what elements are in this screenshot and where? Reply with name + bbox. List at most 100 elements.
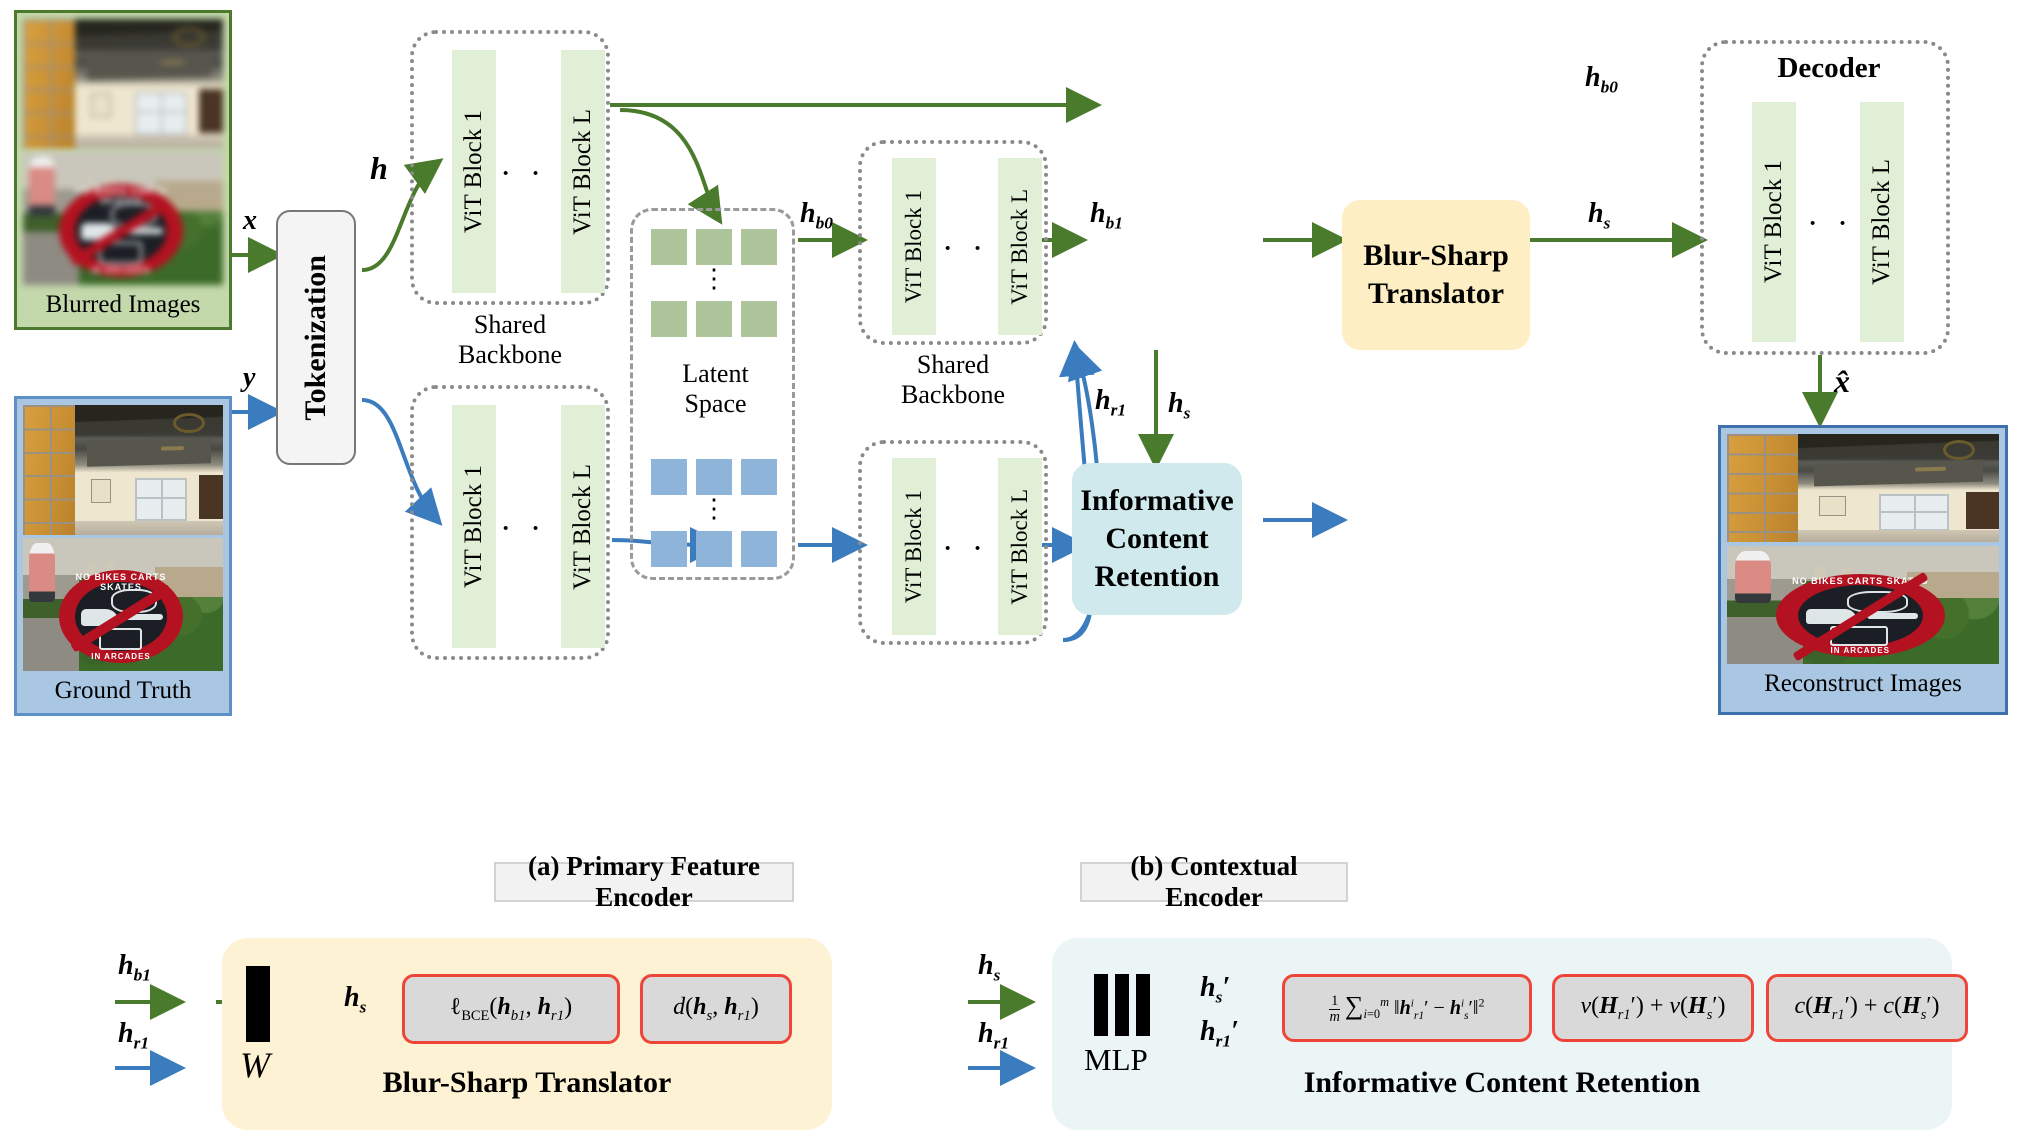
vit-block-first: ViT Block 1 [452,405,496,648]
ground-truth-photo-sign: NO BIKES CARTS SKATES IN ARCADES [23,538,223,671]
retention-output-hr1-base: h [1200,1016,1216,1047]
retention-output-hr1-prime-mark: ′ [1231,1016,1239,1047]
bottom-right-input-hr1: hr1 [978,1018,1009,1054]
formula-bce-text: ℓBCE(hb1, hr1) [449,993,573,1024]
vit-block-last: ViT Block L [1860,102,1904,342]
latent-token-green [696,229,732,265]
vit-block-first: ViT Block 1 [892,158,936,335]
formula-mse: 1 m ∑i=0m ‖hir1′ − his′‖2 [1282,974,1532,1042]
latent-space-line1: Latent [682,359,749,388]
edge-label-hs-down: hs [1168,388,1190,424]
mlp-icon [1094,974,1150,1036]
bottom-left-input-hb1: hb1 [118,950,151,986]
edge-label-hs-right: hs [1588,198,1610,234]
bottom-right-input-hs: hs [978,950,1000,986]
vit-block-last-label: ViT Block L [569,463,596,590]
informative-content-retention-module[interactable]: Informative Content Retention [1072,463,1242,615]
latent-token-blue [651,531,687,567]
formula-bce: ℓBCE(hb1, hr1) [402,974,620,1044]
section-label-b: (b) Contextual Encoder [1080,851,1348,912]
shared-backbone-caption-b: Shared Backbone [858,350,1048,410]
edge-label-hb1-sub: b1 [1105,213,1123,233]
ellipsis: · · · [500,510,576,547]
latent-space-line2: Space [684,389,747,418]
vit-block-first: ViT Block 1 [1752,102,1796,342]
latent-token-green [741,301,777,337]
reconstructed-photo-sign: NO BIKES CARTS SKATES IN ARCADES [1727,546,1999,664]
primary-backbone-bottom: ViT Block 1 · · · ViT Block L [410,385,610,660]
blurred-images-panel: NO BIKES CARTS SKATES IN ARCADES Blurred… [14,10,232,330]
vit-block-first-label: ViT Block 1 [460,464,487,589]
edge-label-hb0-top: hb0 [1585,62,1618,98]
edge-label-hb0-latent-sub: b0 [815,213,833,233]
contextual-backbone-bottom: ViT Block 1 · · · ViT Block L [858,440,1048,645]
edge-label-hb0-top-sub: b0 [1600,77,1618,97]
reconstruct-images-panel: NO BIKES CARTS SKATES IN ARCADES Reconst… [1718,425,2008,715]
decoder-title: Decoder [1777,52,1881,84]
edge-label-hr1-curve-sub: r1 [1110,400,1127,420]
vit-block-first-label: ViT Block 1 [1760,160,1787,284]
contextual-backbone-top: ViT Block 1 · · · ViT Block L [858,140,1048,345]
ground-truth-photo-interior [23,405,223,535]
edge-label-x: x [243,205,257,236]
weight-matrix-bar [246,966,270,1042]
blurred-images-caption: Blurred Images [45,291,201,318]
translator-output-label: hs [344,982,366,1018]
shared-backbone-line2: Backbone [458,340,562,369]
edge-label-hs-down-base: h [1168,388,1184,419]
bottom-right-input-hr1-sub: r1 [993,1033,1010,1053]
bottom-left-input-hb1-sub: b1 [133,965,151,985]
latent-token-green [741,229,777,265]
retention-output-hr1-prime: hr1′ [1200,1016,1239,1052]
shared-backbone-caption-a: Shared Backbone [410,310,610,370]
latent-token-blue [696,531,732,567]
bottom-left-input-hr1: hr1 [118,1018,149,1054]
bottom-right-input-hs-base: h [978,950,994,981]
latent-space-box: ⋮ Latent Space ⋮ [630,208,795,580]
translator-label-line1: Blur-Sharp [1363,239,1509,272]
vit-block-last: ViT Block L [998,158,1042,335]
edge-label-hb0-latent-base: h [800,198,816,229]
weight-matrix-label: W [240,1045,270,1085]
formula-distance: d(hs, hr1) [640,974,792,1044]
edge-label-hs-right-base: h [1588,198,1604,229]
bottom-left-input-hb1-base: h [118,950,134,981]
edge-label-hs-right-sub: s [1603,213,1611,233]
vit-block-last: ViT Block L [561,50,605,293]
latent-token-blue [651,459,687,495]
vit-block-first-label: ViT Block 1 [901,489,926,604]
latent-vdots-blue: ⋮ [701,494,727,523]
latent-token-green [696,301,732,337]
reconstructed-photo-interior [1727,434,1999,542]
bottom-panel-retention-title: Informative Content Retention [1303,1066,1701,1099]
section-label-b-text: (b) Contextual Encoder [1130,851,1298,912]
retention-label-line2: Content [1105,522,1209,555]
latent-token-blue [741,459,777,495]
bottom-left-input-hr1-sub: r1 [133,1033,150,1053]
formula-variance-text: v(Hr1′) + v(Hs′) [1580,992,1726,1023]
bottom-right-input-hs-sub: s [993,965,1001,985]
shared-backbone-line2: Backbone [901,380,1005,409]
edge-label-y: y [243,362,256,393]
decoder-box: Decoder ViT Block 1 · · · ViT Block L [1700,40,1950,355]
shared-backbone-line1: Shared [473,310,547,339]
bottom-panel-retention: MLP hs′ hr1′ 1 m ∑i=0m ‖hir1′ − his′‖2 v… [1052,938,1968,1130]
formula-variance: v(Hr1′) + v(Hs′) [1552,974,1754,1042]
bottom-panel-translator-title: Blur-Sharp Translator [382,1066,672,1099]
retention-output-hs-prime-mark: ′ [1222,972,1231,1003]
vit-block-first-label: ViT Block 1 [460,109,487,234]
edge-label-hb0-top-base: h [1585,62,1601,93]
ground-truth-caption: Ground Truth [54,677,192,704]
retention-output-hs-sub: s [1215,987,1223,1007]
edge-label-hb0-latent: hb0 [800,198,833,234]
section-label-a-text: (a) Primary Feature Encoder [528,851,760,912]
primary-backbone-top: ViT Block 1 · · · ViT Block L [410,30,610,305]
blurred-photo-sign: NO BIKES CARTS SKATES IN ARCADES [23,152,223,285]
vit-block-first: ViT Block 1 [452,50,496,293]
edge-label-h: h [370,150,388,186]
latent-space-label: Latent Space [633,359,798,419]
retention-label-line3: Retention [1094,560,1220,593]
tokenization-label: Tokenization [299,254,332,421]
edge-label-hr1-curve-base: h [1095,385,1111,416]
blur-sharp-translator-module[interactable]: Blur-Sharp Translator [1342,200,1530,350]
